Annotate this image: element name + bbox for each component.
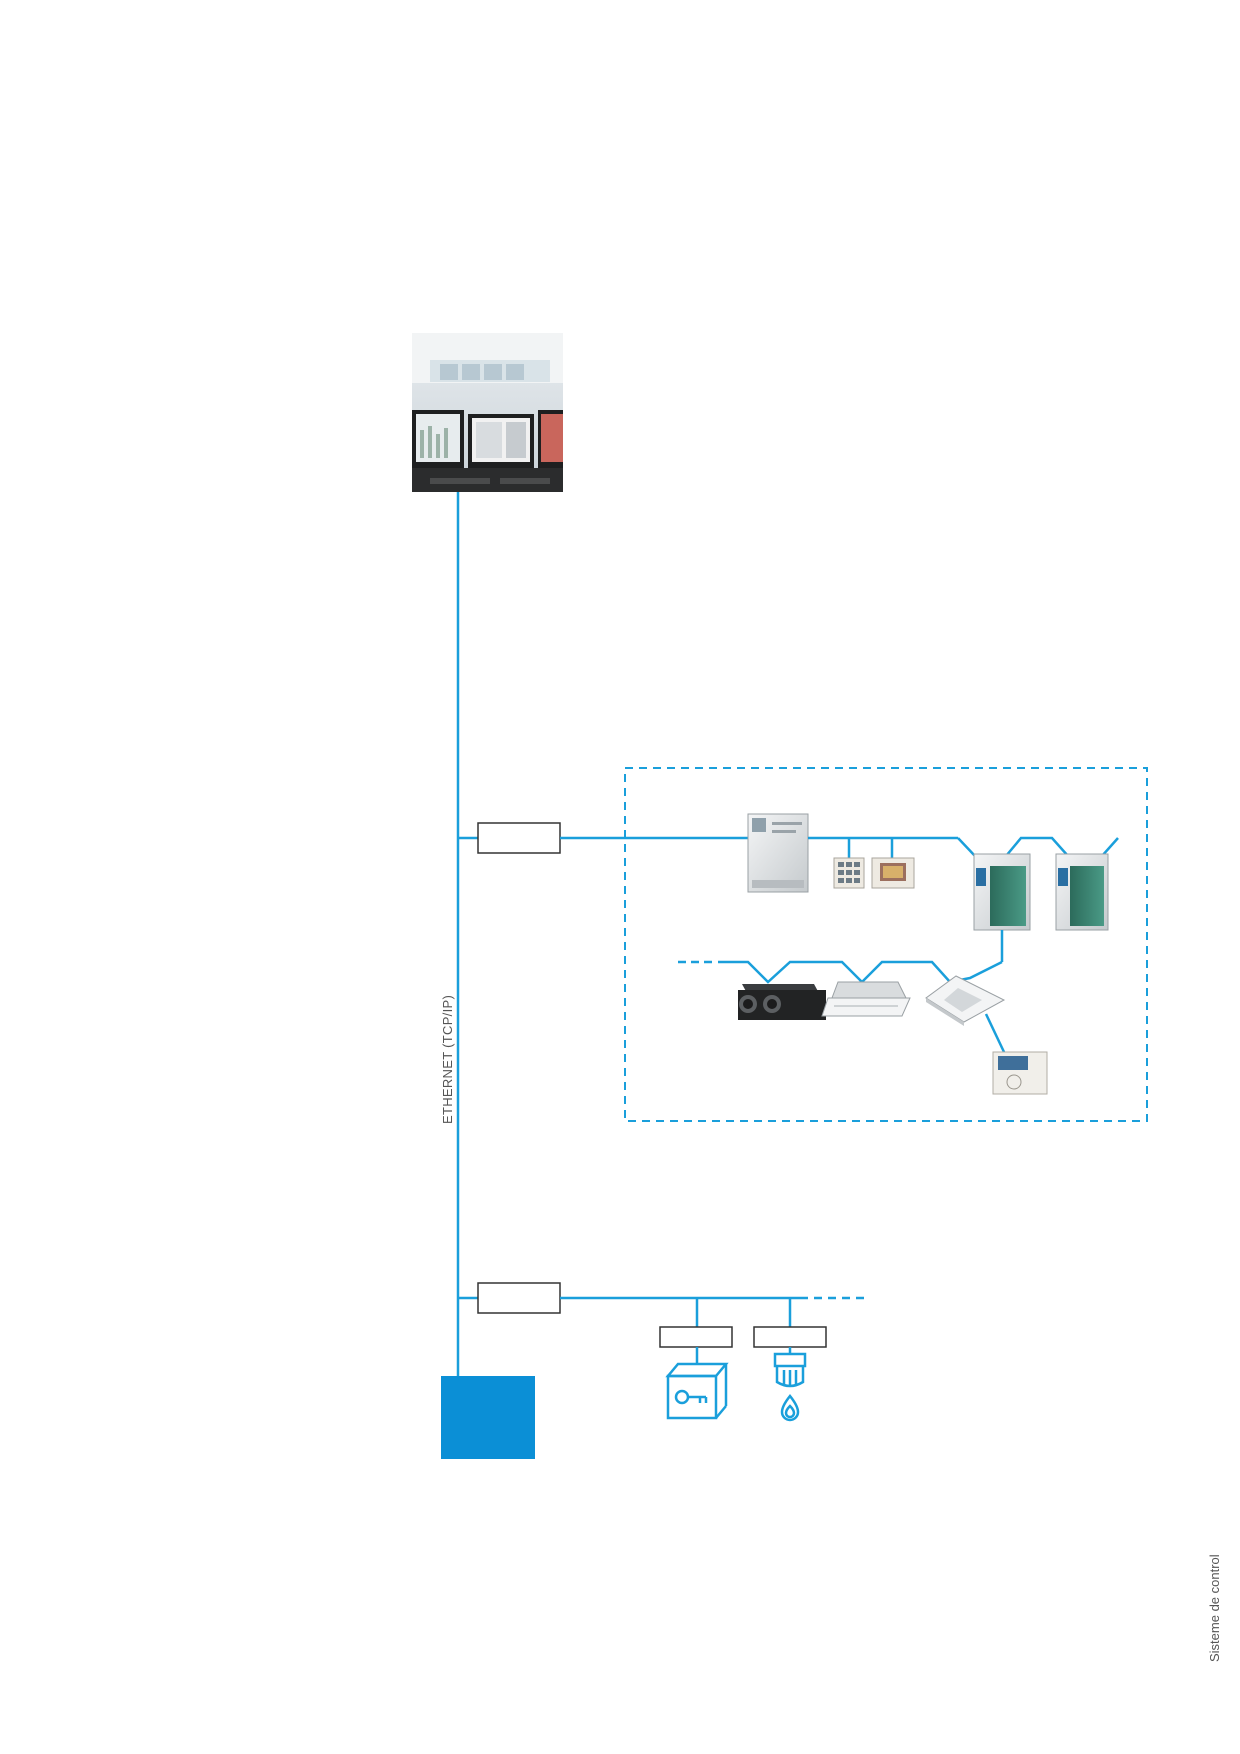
touch-panel-b: [871, 857, 915, 889]
footer-section-label: Sisteme de control: [1207, 1554, 1222, 1662]
ethernet-label: ETHERNET (TCP/IP): [440, 994, 455, 1124]
cassette-2way: [821, 981, 911, 1017]
fire-alarm-icon: [773, 1352, 807, 1422]
bms-workstation-photo: [412, 333, 563, 492]
gateway-box-top: [477, 822, 561, 854]
outdoor-unit-1: [973, 853, 1031, 931]
central-controller: [747, 813, 809, 893]
touch-panel-a: [833, 857, 865, 889]
remote-drop-line: [984, 1013, 1006, 1053]
outdoor-bus-line: [957, 836, 1119, 858]
gateway-box-bottom: [477, 1282, 561, 1314]
wired-remote: [992, 1051, 1048, 1095]
trunk-end-block: [441, 1376, 535, 1459]
access-box: [659, 1326, 733, 1348]
hvac-system-frame: [624, 767, 1148, 1122]
key-safe-icon: [665, 1362, 729, 1420]
ventilation-unit: [738, 984, 826, 1020]
fire-box: [753, 1326, 827, 1348]
outdoor-unit-2: [1055, 853, 1109, 931]
cassette-round: [925, 975, 1006, 1026]
